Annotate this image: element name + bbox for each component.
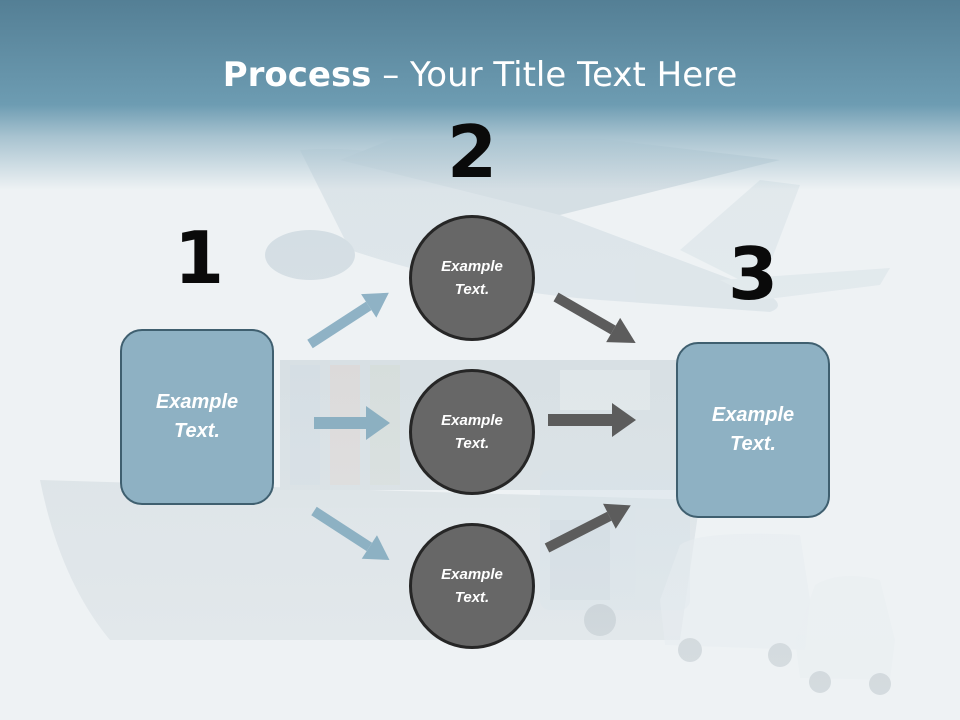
circle-text: Example Text. <box>441 412 503 452</box>
step-number-2: 2 <box>446 110 498 194</box>
title-bold-part: Process <box>222 55 372 95</box>
step-number-1: 1 <box>173 216 225 300</box>
step-1-box[interactable]: Example Text. <box>120 329 274 505</box>
arrow-step1-to-top <box>307 292 389 349</box>
step-1-box-text: Example Text. <box>155 391 239 442</box>
circle-text: Example Text. <box>441 258 503 298</box>
step-2-circle-middle[interactable]: Example Text. <box>409 369 535 495</box>
step-number-3: 3 <box>727 232 779 316</box>
arrow-middle-to-step3 <box>548 403 636 437</box>
arrow-bottom-to-step3 <box>544 503 631 553</box>
header-band <box>0 0 960 190</box>
arrow-step1-to-bottom <box>311 506 390 561</box>
step-2-circle-bottom[interactable]: Example Text. <box>409 523 535 649</box>
slide-title: Process – Your Title Text Here <box>0 52 960 98</box>
step-3-box-text: Example Text. <box>711 404 795 455</box>
arrow-step1-to-middle <box>314 406 390 440</box>
step-3-box[interactable]: Example Text. <box>676 342 830 518</box>
step-2-circle-top[interactable]: Example Text. <box>409 215 535 341</box>
arrow-top-to-step3 <box>553 292 636 343</box>
title-rest-part: – Your Title Text Here <box>371 55 738 95</box>
circle-text: Example Text. <box>441 566 503 606</box>
